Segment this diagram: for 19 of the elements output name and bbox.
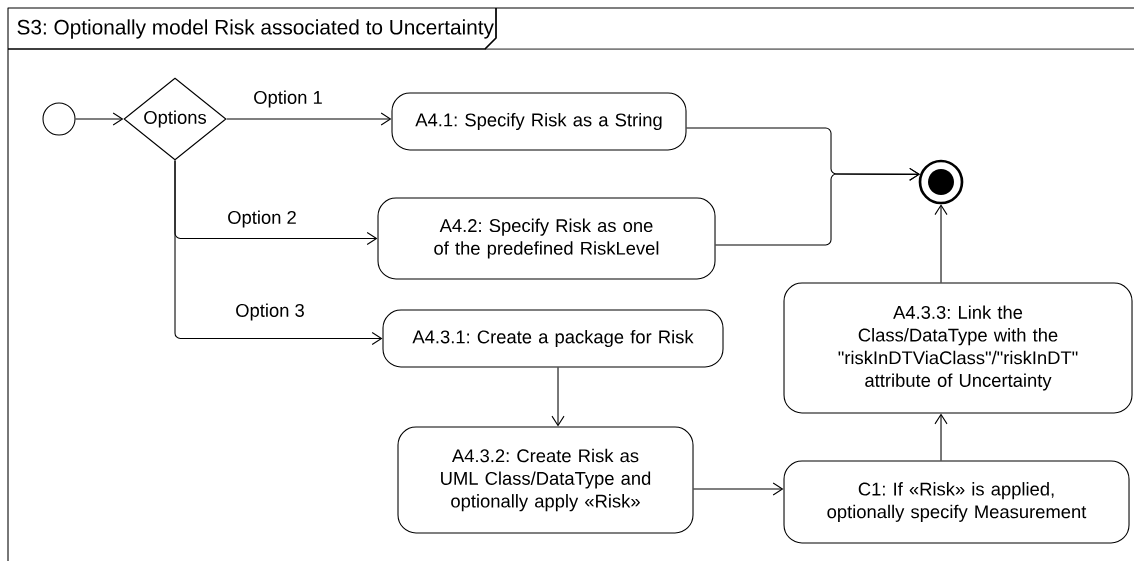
arrow bbox=[934, 413, 948, 461]
action-box: A4.1: Specify Risk as a String bbox=[391, 92, 687, 151]
arrow bbox=[551, 367, 565, 427]
arrow bbox=[226, 112, 392, 126]
arrow bbox=[174, 160, 383, 346]
edge-label: Option 1 bbox=[251, 89, 325, 109]
arrow bbox=[934, 204, 948, 283]
action-box: A4.3.3: Link the Class/DataType with the "riskInDTViaClass"/"riskInDT" attribute of Uncertainty bbox=[783, 282, 1133, 414]
edge-label: Option 3 bbox=[233, 302, 307, 322]
arrow bbox=[693, 482, 784, 496]
action-box: A4.3.2: Create Risk as UML Class/DataType and optionally apply «Risk» bbox=[397, 426, 694, 534]
arrow bbox=[715, 167, 921, 246]
initial-node bbox=[42, 102, 76, 136]
action-box: C1: If «Risk» is applied, optionally specify Measurement bbox=[783, 460, 1130, 544]
action-box: A4.3.1: Create a package for Risk bbox=[382, 309, 724, 368]
arrow bbox=[75, 112, 124, 126]
action-box: A4.2: Specify Risk as one of the predefined RiskLevel bbox=[377, 197, 716, 280]
final-node bbox=[918, 159, 964, 205]
edge-label: Option 2 bbox=[225, 209, 299, 229]
